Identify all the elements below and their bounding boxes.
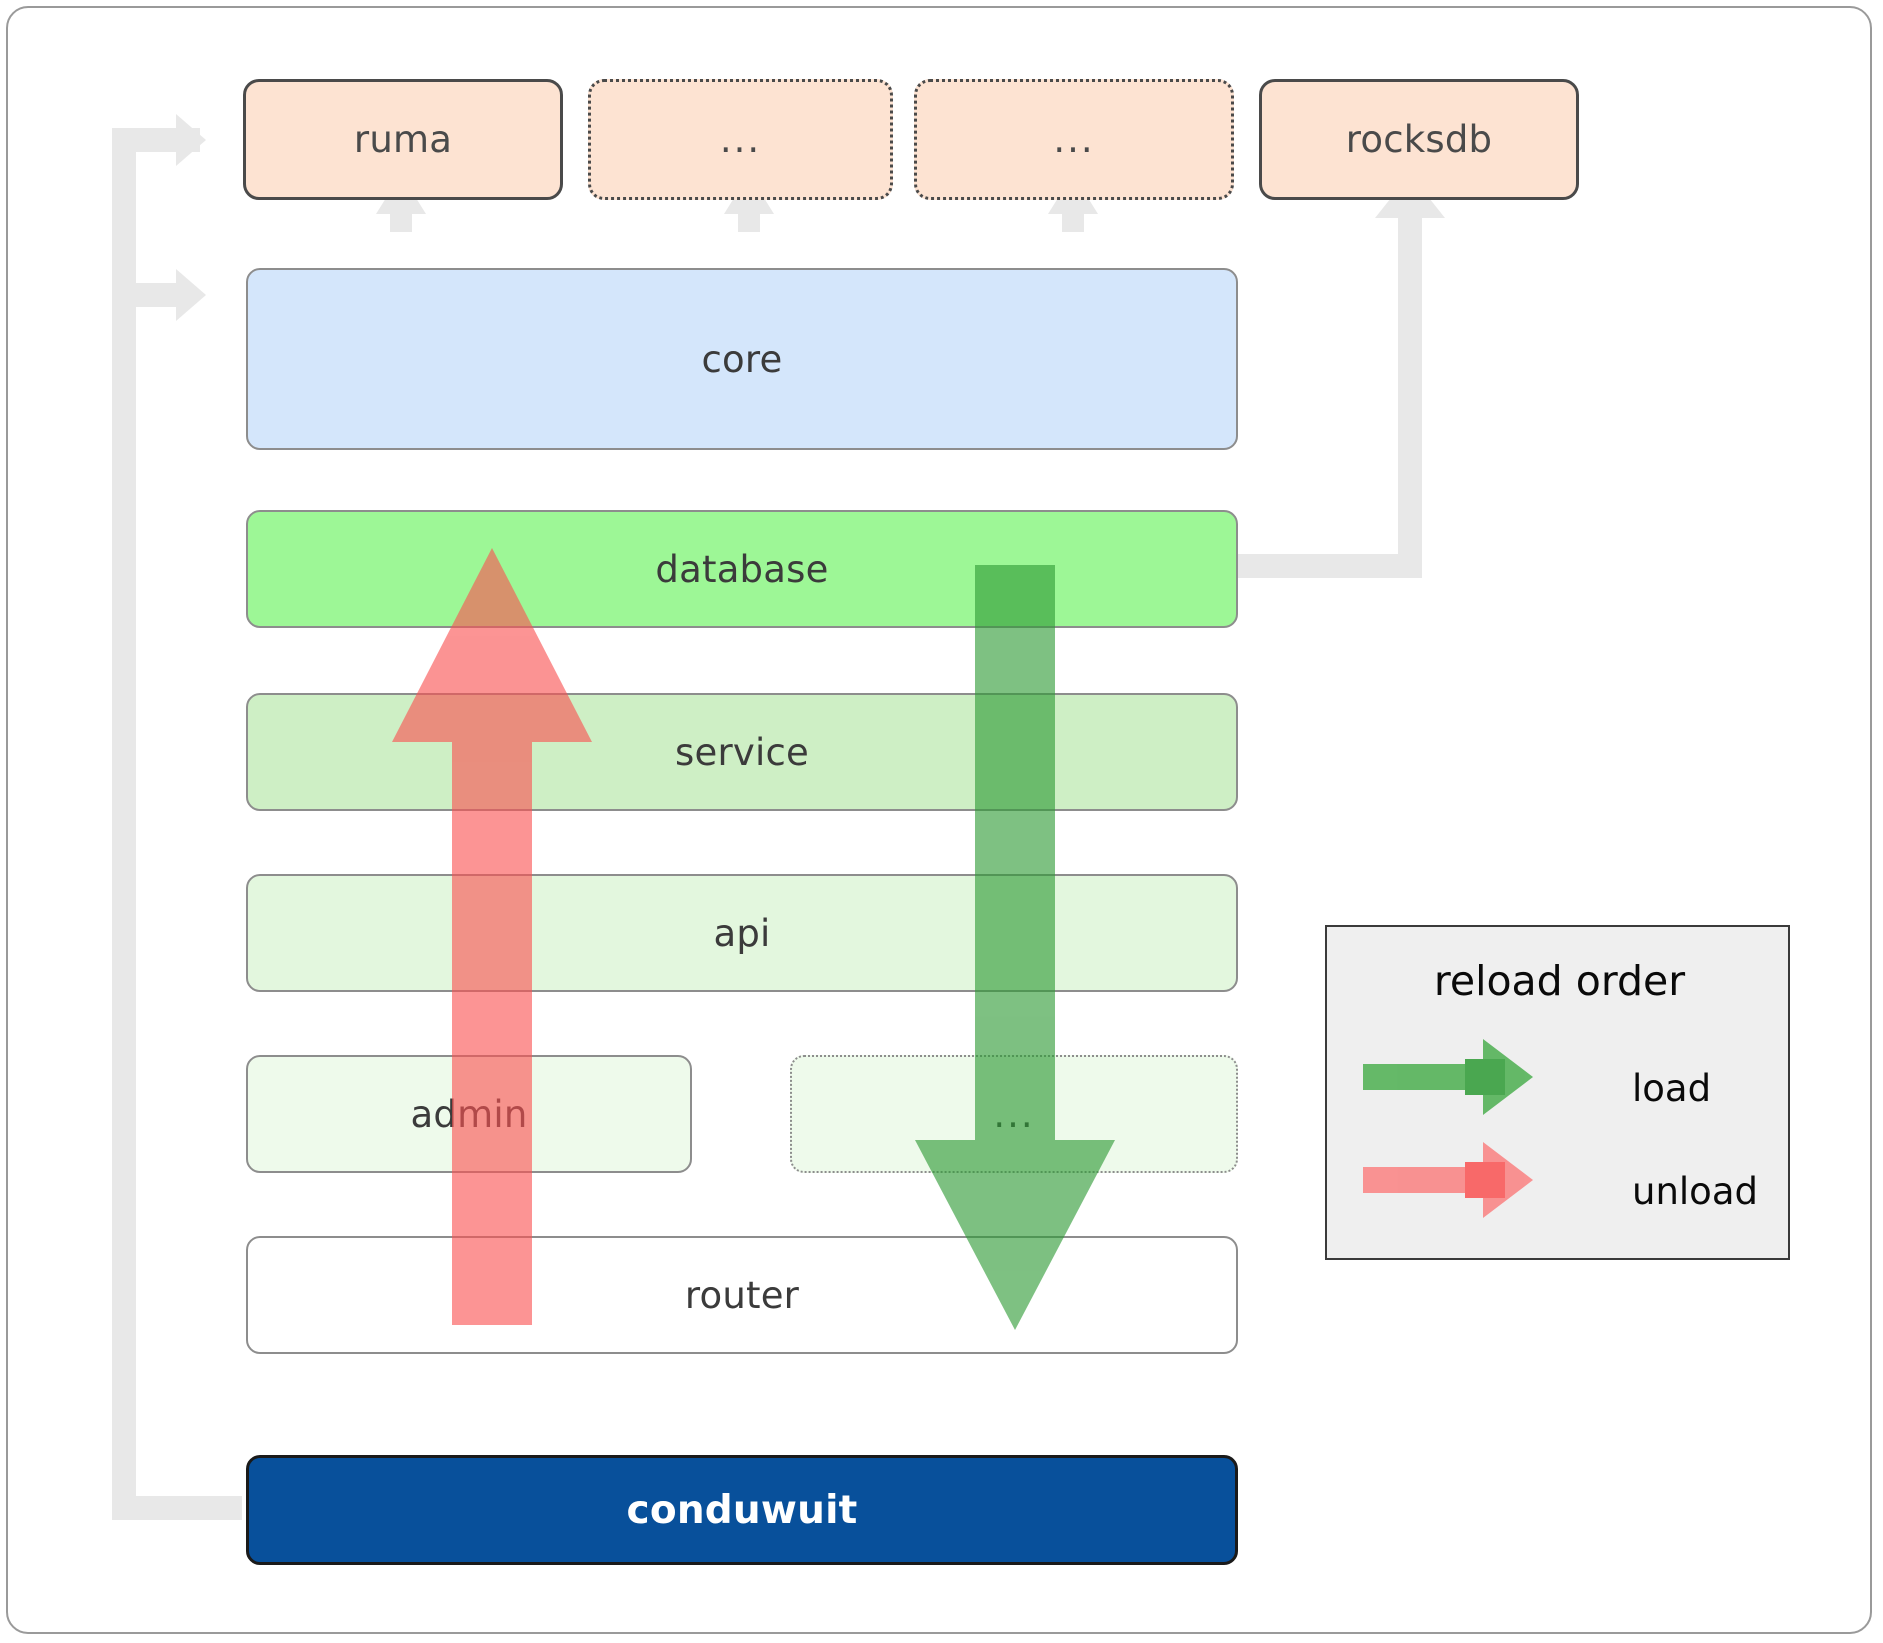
legend-panel: reload order load unload [1325, 925, 1790, 1260]
legend-unload-label: unload [1632, 1170, 1758, 1213]
node-rocksdb[interactable]: rocksdb [1259, 79, 1579, 200]
node-database-label: database [655, 547, 829, 591]
node-etc[interactable]: ... [790, 1055, 1238, 1173]
node-admin[interactable]: admin [246, 1055, 692, 1173]
node-database[interactable]: database [246, 510, 1238, 628]
node-dep2-label: ... [719, 118, 762, 161]
node-dep2[interactable]: ... [588, 79, 893, 200]
legend-arrow-icons [1363, 1039, 1533, 1218]
node-admin-label: admin [410, 1092, 528, 1136]
node-rocksdb-label: rocksdb [1345, 118, 1493, 161]
node-conduwuit[interactable]: conduwuit [246, 1455, 1238, 1565]
node-router[interactable]: router [246, 1236, 1238, 1354]
node-conduwuit-label: conduwuit [626, 1487, 858, 1533]
legend-unload-arrow-icon [1363, 1142, 1533, 1218]
node-core[interactable]: core [246, 268, 1238, 450]
legend-title: reload order [1433, 957, 1686, 1005]
node-router-label: router [684, 1273, 800, 1317]
node-core-label: core [701, 337, 783, 381]
legend-load-label: load [1632, 1067, 1712, 1110]
node-ruma[interactable]: ruma [243, 79, 563, 200]
node-api-label: api [713, 911, 771, 955]
node-service[interactable]: service [246, 693, 1238, 811]
node-ruma-label: ruma [353, 118, 453, 161]
node-service-label: service [675, 730, 809, 774]
node-dep3-label: ... [1053, 118, 1095, 161]
node-etc-label: ... [993, 1092, 1035, 1136]
diagram-frame [6, 6, 1872, 1634]
node-dep3[interactable]: ... [914, 79, 1234, 200]
node-api[interactable]: api [246, 874, 1238, 992]
legend-load-arrow-icon [1363, 1039, 1533, 1115]
